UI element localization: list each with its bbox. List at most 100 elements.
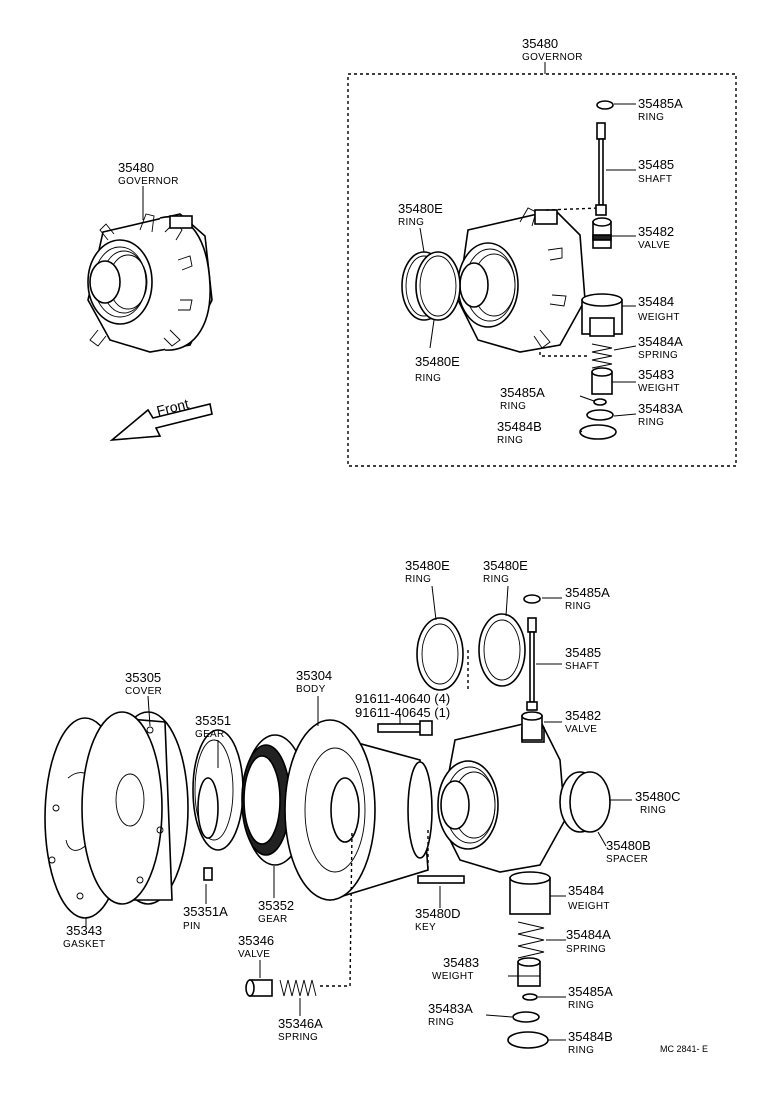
bottom-governor-illustration: [437, 719, 566, 873]
label-part-no: 35485A: [500, 385, 545, 400]
governor-assembly-illustration: [87, 213, 213, 353]
front-arrow-label: Front: [155, 395, 191, 418]
front-arrow: Front: [109, 395, 213, 442]
box-ring-35483a: [586, 409, 614, 421]
label-name: SPACER: [606, 854, 648, 865]
label-name: RING: [428, 1017, 454, 1028]
label-name: VALVE: [638, 240, 670, 251]
bolt-label-1: 91611-40640 (4): [355, 691, 450, 706]
top-governor-name: GOVERNOR: [118, 176, 179, 187]
label-name: GEAR: [195, 729, 225, 740]
label-name: RING: [568, 1000, 594, 1011]
ring-35480c: [559, 771, 611, 833]
label-part-no: 35484: [568, 883, 604, 898]
label-part-no: 35480E: [415, 354, 460, 369]
label-name: SPRING: [278, 1032, 318, 1043]
valve-35346: [245, 979, 273, 997]
label-part-no: 35484: [638, 294, 674, 309]
box-ring-35485a: [596, 100, 614, 110]
box-weight-35483: [591, 367, 613, 395]
bottom-weight-35483: [517, 957, 541, 987]
label-part-no: 35484A: [638, 334, 683, 349]
label-part-no: 35480E: [483, 558, 528, 573]
label-part-no: 35485: [638, 157, 674, 172]
label-name: RING: [500, 401, 526, 412]
box-spring-35484a: [591, 343, 613, 369]
box-ring-35480e-b: [415, 251, 461, 321]
label-part-no: 35305: [125, 670, 161, 685]
cover-35305: [81, 711, 189, 905]
label-part-no: 35485: [565, 645, 601, 660]
label-part-no: 35351: [195, 713, 231, 728]
label-name: PIN: [183, 921, 201, 932]
bolt-91611: [377, 720, 433, 736]
label-part-no: 35484A: [566, 927, 611, 942]
box-labels: 35485A RING 35485 SHAFT 35482 VALVE 3548…: [398, 96, 683, 446]
label-part-no: 35352: [258, 898, 294, 913]
box-weight-35484: [581, 293, 623, 337]
top-governor-part-no: 35480: [118, 160, 154, 175]
box-shaft-35485: [595, 122, 607, 216]
label-name: RING: [497, 435, 523, 446]
label-name: RING: [405, 574, 431, 585]
label-name: RING: [638, 112, 664, 123]
label-name: RING: [565, 601, 591, 612]
label-part-no: 35351A: [183, 904, 228, 919]
label-part-no: 35485A: [568, 984, 613, 999]
bottom-ring-35480e-b: [478, 613, 526, 687]
label-name: RING: [568, 1045, 594, 1056]
diagram-code: MC 2841- E: [660, 1044, 708, 1054]
governor-exploded-box: [347, 73, 737, 467]
label-name: COVER: [125, 686, 162, 697]
label-name: WEIGHT: [568, 901, 610, 912]
body-35304: [284, 719, 433, 902]
box-valve-35482: [592, 217, 612, 249]
label-part-no: 35480D: [415, 906, 461, 921]
label-part-no: 35483A: [428, 1001, 473, 1016]
bottom-ring-35485a-small: [522, 993, 538, 1001]
spring-35346a: [279, 979, 317, 997]
label-part-no: 35483A: [638, 401, 683, 416]
label-name: GASKET: [63, 939, 105, 950]
label-name: SPRING: [566, 944, 606, 955]
label-name: VALVE: [238, 949, 270, 960]
label-name: SHAFT: [565, 661, 599, 672]
bolt-label-2: 91611-40645 (1): [355, 705, 450, 720]
label-part-no: 35482: [638, 224, 674, 239]
label-part-no: 35346: [238, 933, 274, 948]
label-name: WEIGHT: [638, 383, 680, 394]
key-35480d: [417, 875, 465, 884]
label-name: RING: [483, 574, 509, 585]
label-part-no: 35480E: [398, 201, 443, 216]
label-part-no: 35346A: [278, 1016, 323, 1031]
label-part-no: 35485A: [565, 585, 610, 600]
label-part-no: 35484B: [497, 419, 542, 434]
label-name: SPRING: [638, 350, 678, 361]
label-part-no: 35480E: [405, 558, 450, 573]
label-name: SHAFT: [638, 174, 672, 185]
label-name: RING: [638, 417, 664, 428]
bottom-ring-35485a: [523, 594, 541, 604]
valve-dashed-guide: [320, 829, 353, 987]
label-part-no: 35304: [296, 668, 332, 683]
label-part-no: 35484B: [568, 1029, 613, 1044]
gear-35351: [192, 729, 244, 881]
label-name: RING: [640, 805, 666, 816]
box-ring-35485a-small: [593, 398, 607, 406]
label-name: RING: [415, 373, 441, 384]
label-name: RING: [398, 217, 424, 228]
label-part-no: 35482: [565, 708, 601, 723]
bottom-ring-35484b: [507, 1031, 549, 1049]
bottom-weight-35484: [509, 871, 551, 915]
label-name: GEAR: [258, 914, 288, 925]
label-name: KEY: [415, 922, 436, 933]
bottom-shaft-35485: [526, 617, 538, 711]
box-governor-illustration: [457, 207, 601, 357]
label-part-no: 35483: [638, 367, 674, 382]
bottom-labels: 35480E RING 35480E RING 35485A RING 3548…: [63, 558, 681, 1056]
label-part-no: 35480C: [635, 789, 681, 804]
label-name: VALVE: [565, 724, 597, 735]
label-part-no: 35343: [66, 923, 102, 938]
